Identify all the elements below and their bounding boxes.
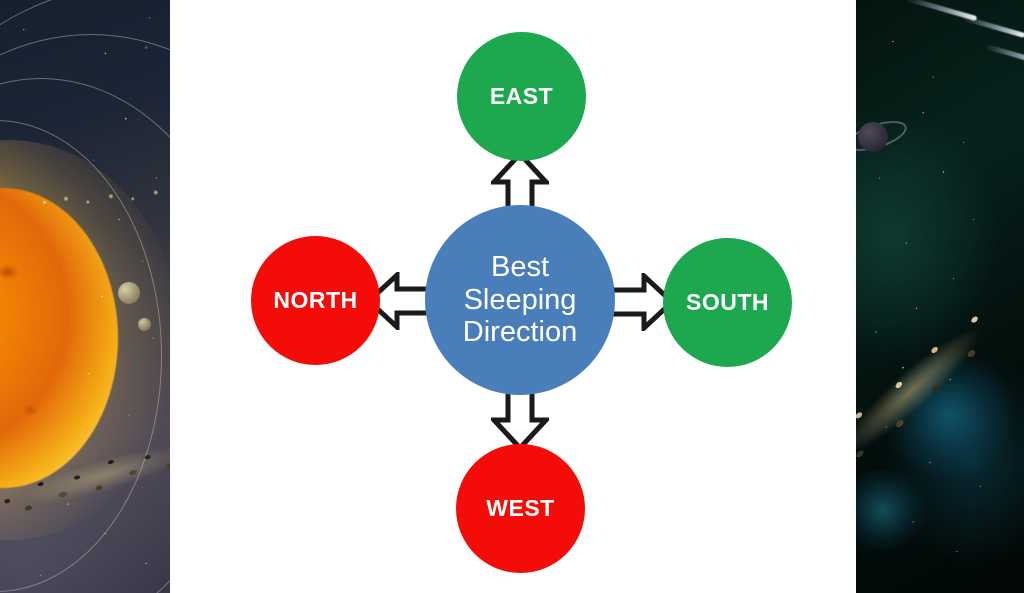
node-center-label: Best Sleeping Direction [463,251,577,348]
node-center-label-line-1: Best [490,251,550,284]
node-east[interactable]: EAST [457,32,586,161]
node-south-label: SOUTH [686,288,769,315]
star-field-left [0,0,170,593]
node-north[interactable]: NORTH [251,236,380,365]
node-north-label: NORTH [273,286,358,313]
node-west-label: WEST [486,494,555,521]
node-east-label: EAST [489,82,554,109]
node-center-label-line-3: Direction [462,316,578,349]
sleeping-direction-diagram: EAST NORTH SOUTH WEST Best Sleeping Dire… [170,0,856,593]
left-space-image [0,0,170,593]
node-west[interactable]: WEST [456,444,585,573]
right-space-image [856,0,1024,593]
star-field-right [856,0,1024,593]
node-center-best-sleeping-direction[interactable]: Best Sleeping Direction [425,205,615,395]
node-south[interactable]: SOUTH [663,238,792,367]
node-center-label-line-2: Sleeping [463,283,577,316]
